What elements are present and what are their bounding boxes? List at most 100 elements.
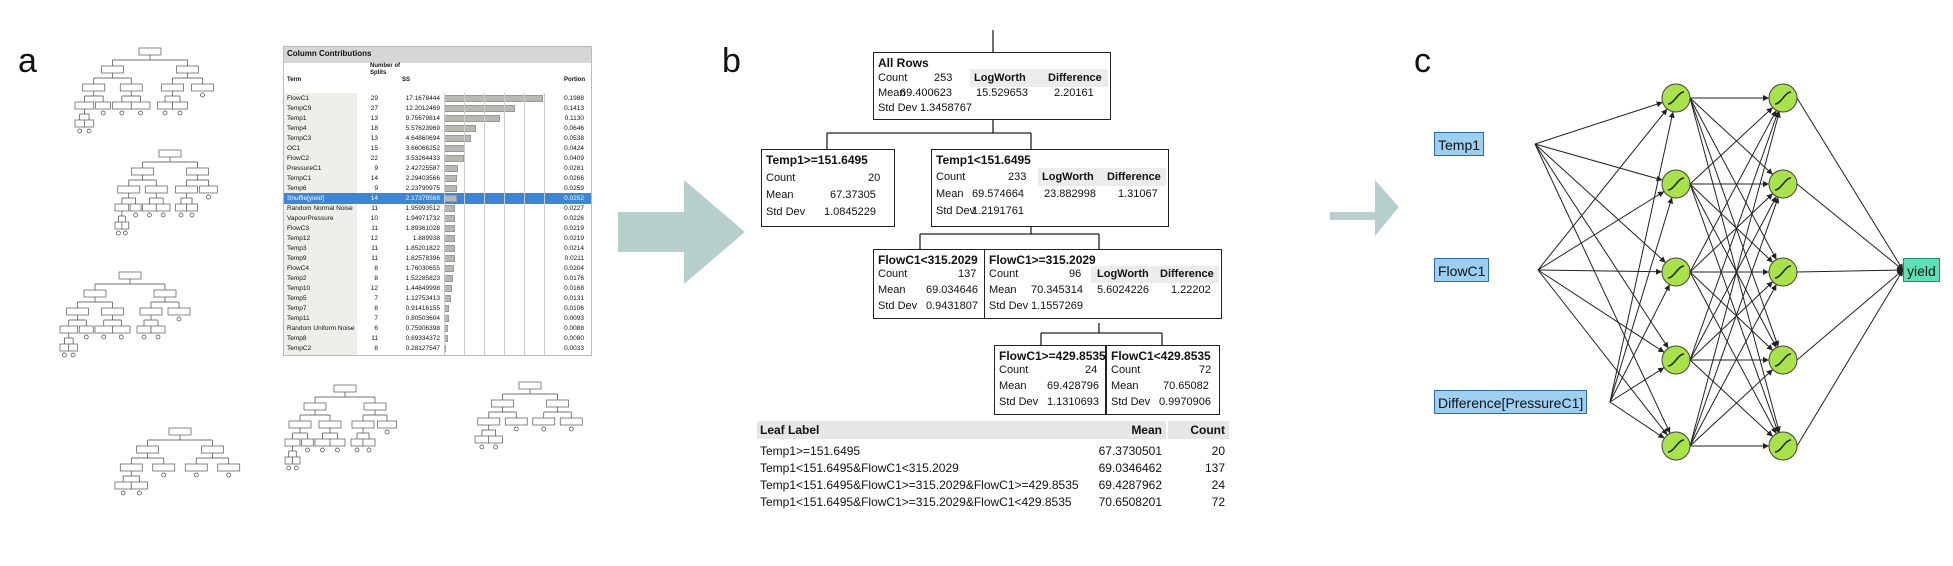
contrib-gridline [484,93,485,355]
contrib-gridline [504,93,505,355]
column-contributions-table: Column Contributions Term Number of Spli… [283,46,592,356]
contrib-splits: 8 [374,305,378,312]
col-ss-header: SS [402,77,411,83]
mini-tree-node [95,101,111,110]
mini-tree-node [186,203,198,212]
root-count-value: 253 [934,72,953,84]
mini-tree-leaf [120,490,126,496]
contrib-portion: 0.0106 [564,305,584,312]
network-edge [1689,97,1774,175]
contrib-ss: 5.57623969 [405,125,440,132]
mini-tree-leaf [118,334,124,340]
n1-mean-label: Mean [766,189,794,201]
tree-node-temp1-lt: Temp1<151.6495 Count 233 LogWorth Differ… [931,149,1169,227]
network-edge [1689,193,1774,273]
root-mean-value: 69.400623 [900,87,952,99]
contrib-term: FlowC4 [287,265,310,272]
mini-tree-leaf [155,334,161,340]
n5-mean-value: 69.428796 [1047,380,1099,392]
mini-tree-node [155,203,171,212]
contrib-portion: 0.0266 [564,175,584,182]
contrib-term: TempC3 [287,135,312,142]
hidden-node-layer1 [1661,83,1691,113]
contrib-ss: 0.75906398 [405,325,440,332]
mini-tree-leaf [513,426,519,432]
tree-node-flowc1-lt-315: FlowC1<315.2029 Count 137 Mean 69.034646… [873,249,985,319]
contrib-term: Temp2 [287,275,307,282]
mini-tree-node [184,463,208,472]
contrib-portion: 0.0176 [564,275,584,282]
input-node-flowc1: FlowC1 [1434,258,1490,282]
contrib-portion: 0.0168 [564,285,584,292]
network-edge [1689,97,1777,260]
root-logworth-value: 15.529653 [976,87,1028,99]
contrib-ss: 2.17379568 [405,195,440,202]
n5-title: FlowC1>=429.8535 [999,349,1106,363]
leaf-row-label: Temp1>=151.6495 [760,444,861,458]
mini-tree-node [488,435,503,444]
network-edge [1534,143,1669,349]
contrib-ss: 1.889938 [412,235,440,242]
contrib-portion: 0.0424 [564,145,584,152]
network-edge [1796,183,1904,271]
sigmoid-icon [1667,439,1685,453]
tree-node-flowc1-ge-315: FlowC1>=315.2029 Count 96 LogWorth Diffe… [984,249,1222,319]
mini-tree-leaf [286,465,292,471]
contrib-ss: 1.85201822 [405,245,440,252]
mini-tree-node [199,185,218,194]
contrib-splits: 12 [370,235,378,242]
contrib-term: Temp5 [287,295,307,302]
network-edge [1796,269,1904,361]
n2-difference-value: 1.31067 [1118,188,1158,200]
leaf-row-label: Temp1<151.6495&FlowC1>=315.2029&FlowC1>=… [760,478,1079,492]
mini-tree-node [301,438,314,447]
leaf-row-count: 137 [1204,461,1225,475]
contrib-term: VapourPressure [287,215,334,222]
mini-tree-leaf [77,128,83,134]
mini-tree-node [532,417,556,426]
contrib-splits: 11 [371,255,378,262]
root-logworth-label: LogWorth [974,72,1026,84]
mini-tree-node [191,83,214,92]
contrib-term: Random Normal Noise [287,205,353,212]
mini-tree-leaf [138,110,143,116]
n4-logworth-value: 5.6024226 [1097,284,1149,296]
mini-tree-leaf [62,352,67,358]
network-edge [1796,97,1904,271]
n4-mean-label: Mean [989,284,1017,296]
network-edge [1689,111,1781,447]
contrib-portion: 0.0131 [564,295,584,302]
contrib-ss: 0.80503604 [405,315,440,322]
network-edge [1689,183,1780,433]
contrib-term: Temp3 [287,245,307,252]
mini-tree-leaf [176,316,182,322]
n4-difference-value: 1.22202 [1171,284,1211,296]
contrib-ss: 2.23790975 [405,185,440,192]
leaf-row-mean: 70.6508201 [1098,495,1162,509]
contrib-splits: 7 [374,295,378,302]
network-edge [1537,190,1665,271]
leaf-col-mean: Mean [1090,421,1166,439]
contrib-term: Temp6 [287,185,307,192]
network-edge [1609,111,1675,403]
tree-node-temp1-ge: Temp1>=151.6495 Count 20 Mean 67.37305 S… [761,149,895,227]
n2-mean-value: 69.574664 [972,188,1024,200]
n6-mean-label: Mean [1111,380,1139,392]
n6-count-value: 72 [1199,364,1212,376]
mini-tree-leaf [189,212,195,218]
contrib-term: Random Uniform Noise [287,325,355,332]
network-edge [1689,183,1774,263]
hidden-node-layer1 [1661,345,1691,375]
hidden-node-layer1 [1661,169,1691,199]
n5-std-value: 1.1310693 [1047,396,1099,408]
n1-count-label: Count [766,172,796,184]
network-edge [1537,269,1665,353]
contrib-ss: 1.12753413 [405,295,440,302]
contrib-term: Temp1 [287,115,307,122]
mini-tree-leaf [133,212,138,218]
network-edge [1796,267,1904,274]
contrib-gridline [464,93,465,355]
mini-tree-leaf [541,426,547,432]
leaf-col-count: Count [1168,421,1229,439]
contrib-ss: 1.76030655 [405,265,440,272]
